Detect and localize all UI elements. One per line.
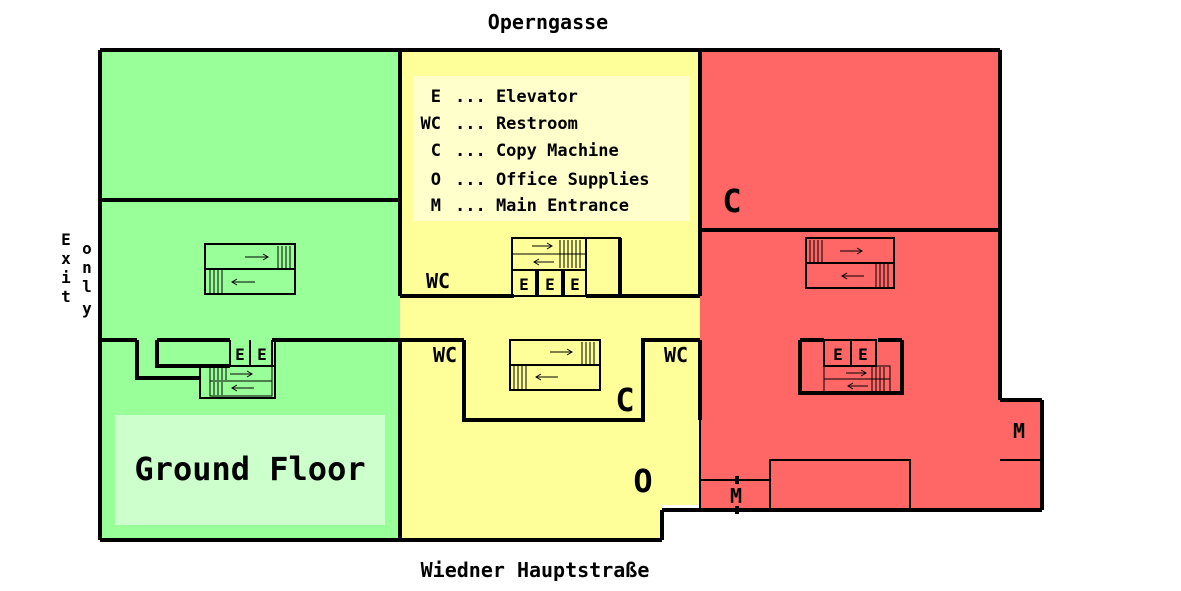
- stair-red-upper: [805, 237, 895, 289]
- legend-code-entrance: M: [431, 196, 441, 216]
- floor-title: Ground Floor: [134, 450, 365, 488]
- legend: E ... Elevator WC ... Restroom C ... Cop…: [421, 87, 650, 216]
- legend-code-restroom: WC: [421, 114, 441, 134]
- legend-text-restroom: ... Restroom: [455, 114, 578, 134]
- street-south-label: Wiedner Hauptstraße: [421, 558, 650, 582]
- legend-code-office: O: [431, 170, 441, 190]
- exit-letter-1: E: [61, 230, 71, 249]
- red-zone: [700, 50, 1042, 510]
- legend-box: [413, 76, 690, 221]
- only-letter-2: n: [82, 258, 92, 277]
- legend-text-entrance: ... Main Entrance: [455, 196, 629, 216]
- legend-code-copy: C: [431, 141, 441, 161]
- exit-letter-3: i: [61, 268, 71, 287]
- office-supplies-marker: O: [633, 462, 652, 500]
- stair-green-upper: [204, 243, 296, 295]
- elevator-label-y3: E: [570, 275, 580, 294]
- red-zone-fill: [700, 50, 1042, 510]
- wc-marker-yellow-right: WC: [664, 343, 688, 367]
- wc-marker-yellow-left: WC: [433, 343, 457, 367]
- elevator-label-r1: E: [833, 345, 843, 364]
- stair-yellow-upper: [511, 237, 621, 297]
- copy-marker-red: C: [722, 182, 741, 220]
- elevator-label-g2: E: [257, 345, 267, 364]
- only-letter-3: l: [82, 277, 92, 296]
- elevator-label-y2: E: [545, 275, 555, 294]
- stair-green-lower: [209, 365, 273, 397]
- only-letter-1: o: [82, 239, 92, 258]
- legend-code-elevator: E: [431, 87, 441, 107]
- legend-text-office: ... Office Supplies: [455, 170, 649, 190]
- stair-yellow-middle: [509, 339, 601, 391]
- exit-letter-4: t: [61, 287, 71, 306]
- elevator-label-r2: E: [858, 345, 868, 364]
- elevator-label-g1: E: [235, 345, 245, 364]
- floor-title-box: [115, 415, 385, 525]
- elevator-label-y1: E: [519, 275, 529, 294]
- exit-letter-2: x: [61, 249, 71, 268]
- only-letter-4: y: [82, 299, 92, 318]
- main-entrance-marker-right: M: [1013, 419, 1025, 443]
- legend-text-elevator: ... Elevator: [455, 87, 578, 107]
- legend-text-copy: ... Copy Machine: [455, 141, 619, 161]
- exit-only-label: E x i t o n l y: [61, 230, 92, 318]
- main-entrance-marker-bottom: M: [730, 484, 742, 508]
- copy-marker-yellow: C: [615, 381, 634, 419]
- wc-marker-yellow-upper: WC: [426, 269, 450, 293]
- stair-red-lower: [798, 338, 904, 395]
- walls: [98, 48, 1044, 542]
- street-north-label: Operngasse: [488, 10, 608, 34]
